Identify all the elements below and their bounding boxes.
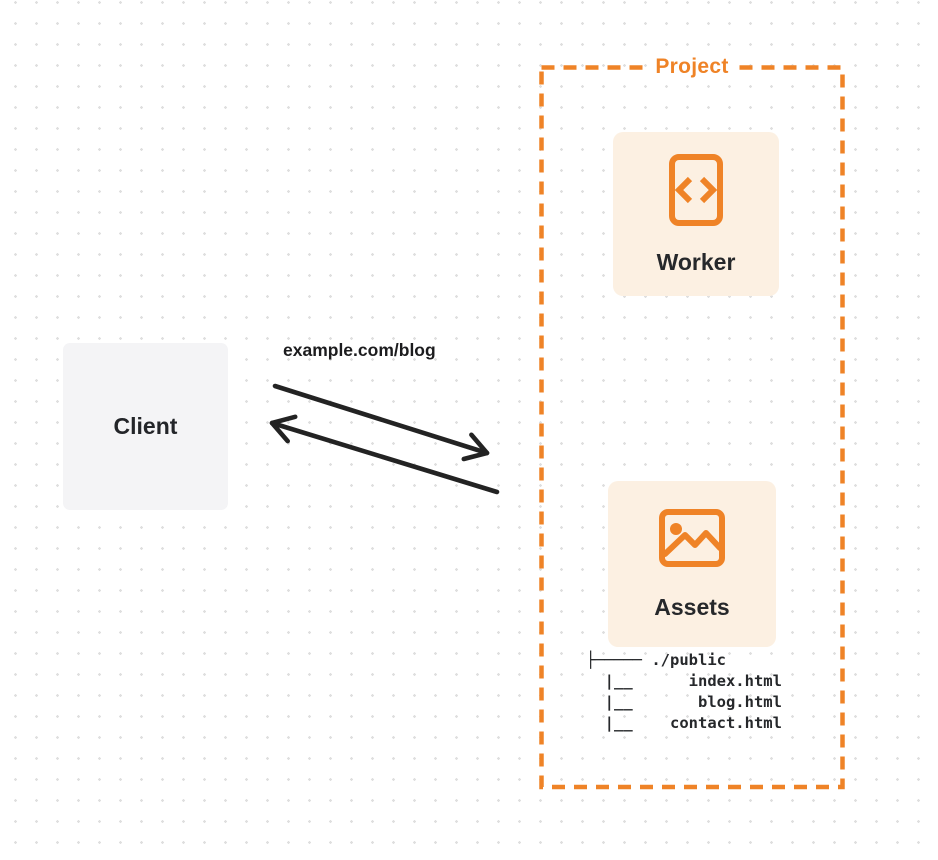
client-label: Client	[113, 413, 178, 439]
request-arrow	[272, 383, 490, 462]
assets-card: Assets	[608, 481, 776, 647]
project-dashed-border	[539, 65, 845, 790]
client-box: Client	[63, 343, 228, 510]
assets-label: Assets	[654, 593, 730, 620]
code-file-icon	[669, 153, 723, 226]
image-icon	[659, 508, 725, 567]
worker-label: Worker	[656, 248, 736, 275]
worker-card: Worker	[613, 132, 779, 296]
request-url-label: example.com/blog	[283, 340, 436, 360]
project-label: Project	[649, 55, 735, 79]
assets-file-tree: ├───── ./public |__ index.html |__ blog.…	[586, 651, 782, 732]
response-arrow	[269, 414, 500, 495]
